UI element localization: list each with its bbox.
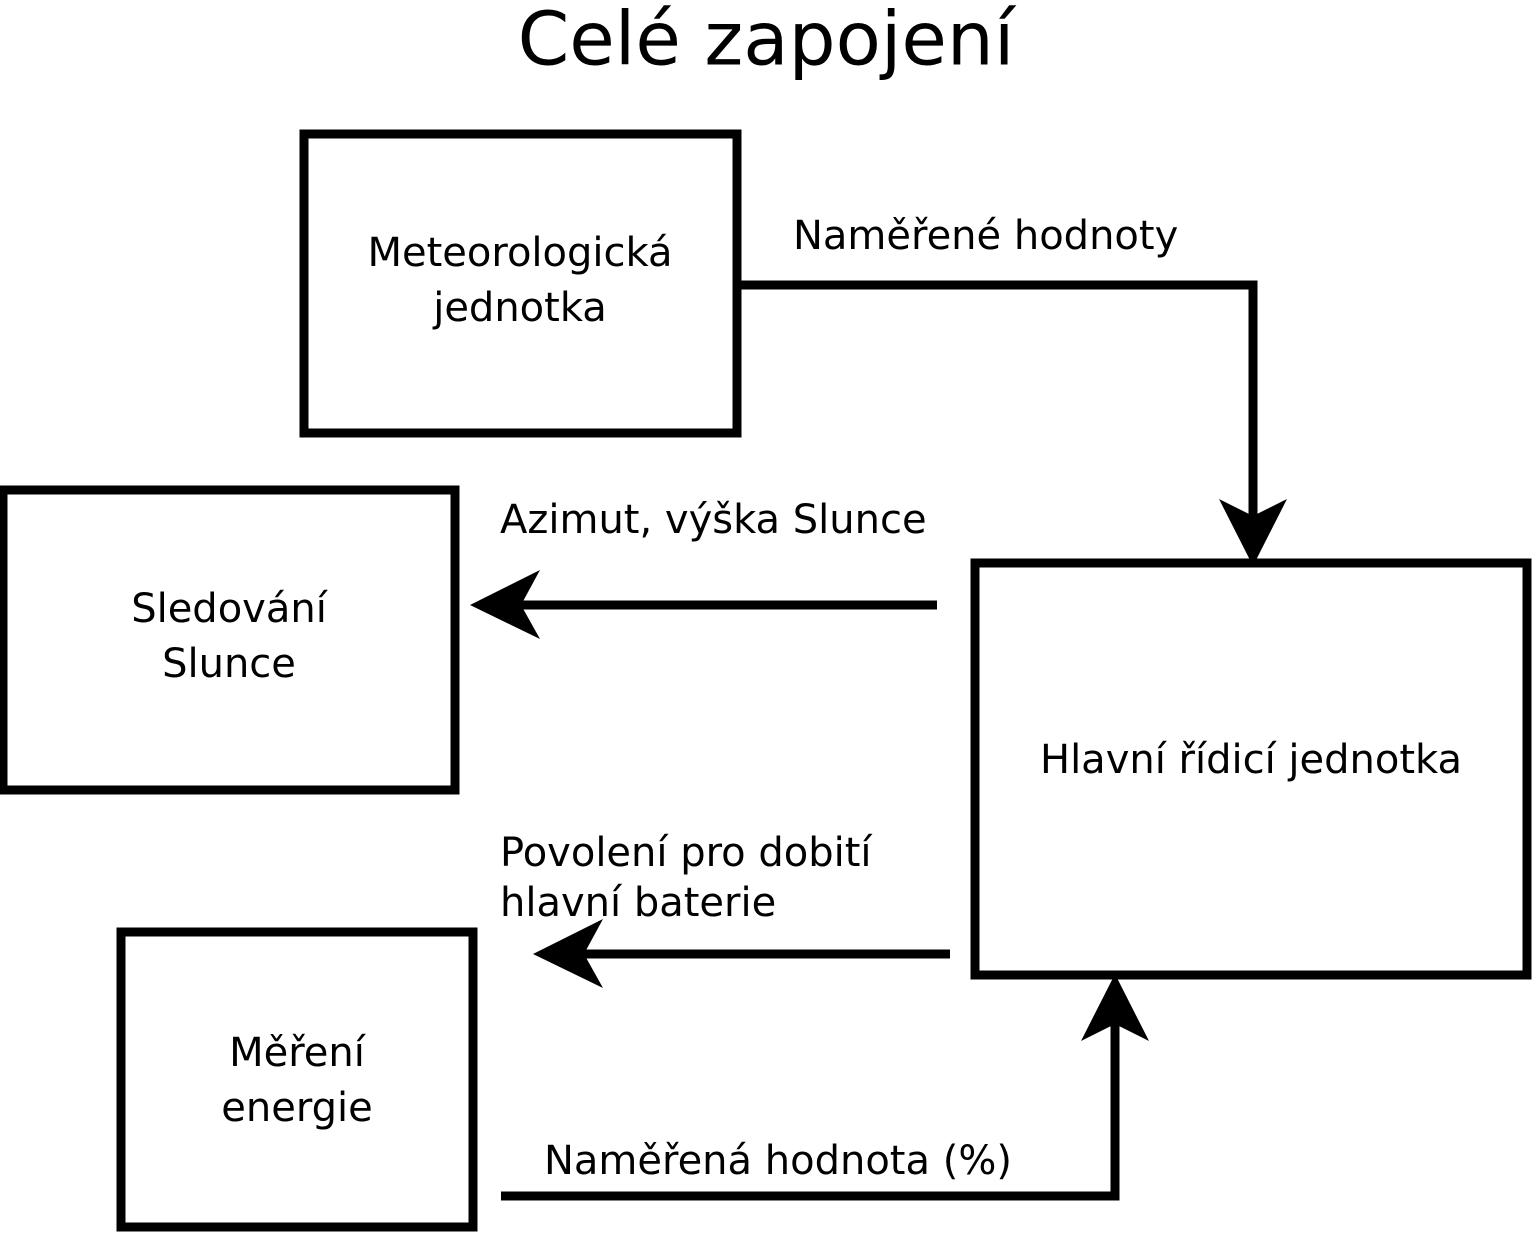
edge-namerena-hodnota-procenta-arrowhead (1081, 974, 1149, 1041)
node-mereni-energie[interactable]: Měření energie (116, 927, 478, 1232)
edge-namerene-hodnoty: Naměřené hodnoty (737, 213, 1287, 566)
edge-povoleni-pro-dobiti-arrowhead (533, 919, 603, 988)
page-title: Celé zapojení (518, 0, 1017, 83)
node-meteorologicka-jednotka[interactable]: Meteorologická jednotka (299, 129, 742, 438)
meteo-unit-label-line-1: Meteorologická (368, 230, 673, 276)
edge-namerene-hodnoty-line (737, 280, 1258, 525)
edge-povoleni-pro-dobiti: Povolení pro dobití hlavní baterie (500, 830, 950, 988)
edge-namerene-hodnoty-label: Naměřené hodnoty (793, 213, 1178, 259)
edge-azimut-vyska-slunce-label: Azimut, výška Slunce (500, 497, 927, 543)
main-control-unit-label: Hlavní řídicí jednotka (1040, 737, 1462, 783)
meteo-unit-label-line-2: jednotka (432, 285, 607, 331)
energy-measurement-box[interactable] (116, 927, 478, 1232)
edge-namerena-hodnota-procenta: Naměřená hodnota (%) (501, 974, 1149, 1201)
sun-tracking-label-line-1: Sledování (131, 586, 329, 632)
edge-namerena-hodnota-procenta-label: Naměřená hodnota (%) (544, 1138, 1012, 1184)
meteo-unit-box[interactable] (299, 129, 742, 438)
node-sledovani-slunce[interactable]: Sledování Slunce (0, 485, 460, 795)
edge-azimut-vyska-slunce-arrowhead (470, 570, 540, 639)
edge-namerena-hodnota-procenta-line (501, 1018, 1120, 1201)
sun-tracking-box[interactable] (0, 485, 460, 795)
edge-azimut-vyska-slunce: Azimut, výška Slunce (470, 497, 937, 639)
sun-tracking-label-line-2: Slunce (162, 641, 296, 687)
edge-povoleni-pro-dobiti-label-line-2: hlavní baterie (500, 880, 776, 926)
energy-measurement-label-line-2: energie (221, 1085, 372, 1131)
node-hlavni-ridici-jednotka[interactable]: Hlavní řídicí jednotka (970, 558, 1532, 980)
edge-namerene-hodnoty-arrowhead (1219, 499, 1287, 566)
edge-povoleni-pro-dobiti-label-line-1: Povolení pro dobití (500, 830, 873, 876)
main-control-unit-box[interactable] (970, 558, 1532, 980)
energy-measurement-label-line-1: Měření (229, 1030, 367, 1076)
